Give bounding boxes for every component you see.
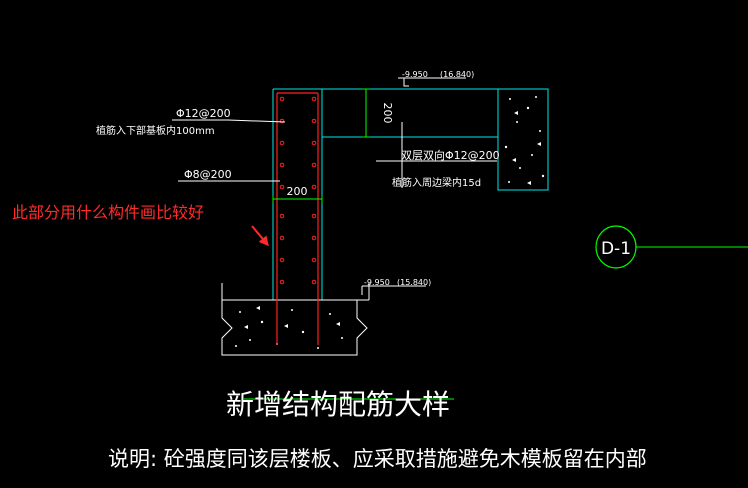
axis-marker-label: D-1: [601, 239, 631, 259]
elevation-top-absolute: (16.840): [440, 70, 474, 79]
dimension-vertical: 200: [381, 103, 394, 124]
elev-bottom-line: [361, 285, 426, 295]
vertical-rebar-spec: Φ12@200: [176, 107, 231, 120]
dim-vertical: [362, 88, 370, 138]
dimension-horizontal: 200: [287, 185, 308, 198]
slab-rebar-note: 植筋入周边梁内15d: [392, 176, 481, 189]
elev-top-line: [398, 77, 466, 87]
beam-concrete-hatch: [504, 96, 545, 185]
dim-horizontal: [272, 195, 323, 203]
slab-outline: [322, 88, 498, 138]
rebar-dots: [279, 96, 317, 285]
dimension-lines: [244, 88, 454, 400]
vertical-rebar-note: 植筋入下部基板内100mm: [96, 124, 215, 137]
elevation-top: -9.950: [402, 70, 428, 79]
axis-marker: D-1: [595, 225, 748, 269]
elevation-bottom-absolute: (15.840): [397, 278, 431, 287]
foundation-hatch: [235, 306, 343, 349]
annotation-question: 此部分用什么构件画比较好: [12, 203, 204, 222]
elevation-bottom: -9.950: [364, 278, 390, 287]
drawing-description: 说明: 砼强度同该层楼板、应采取措施避免木模板留在内部: [108, 447, 647, 471]
structure-outline: [272, 88, 549, 300]
wall-outline: [272, 88, 323, 300]
leader-vertical-rebar: [172, 119, 286, 123]
leader-lines: [172, 77, 497, 295]
rebar-cage: [276, 92, 319, 345]
existing-beam-outline: [497, 88, 549, 191]
drawing-title: 新增结构配筋大样: [226, 388, 450, 421]
foundation: [221, 283, 370, 356]
annotation-arrow: [251, 225, 269, 247]
stirrup-spec: Φ8@200: [184, 168, 232, 181]
slab-rebar-spec: 双层双向Φ12@200: [401, 148, 500, 162]
